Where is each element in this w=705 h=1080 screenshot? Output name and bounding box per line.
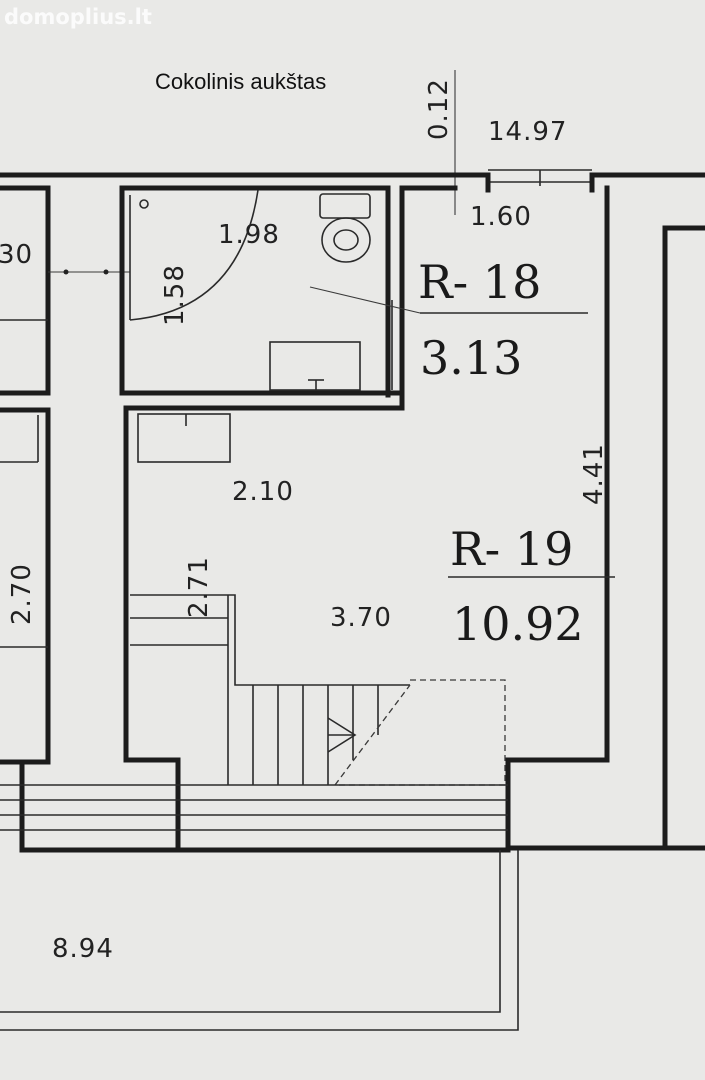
toilet-bowl-icon — [321, 217, 371, 263]
outside-steps — [0, 784, 508, 831]
room-r19-label: R- 19 — [450, 522, 573, 576]
dim-30: 30 — [0, 240, 33, 270]
dim-1-60: 1.60 — [470, 202, 532, 232]
r19-right-wall — [505, 185, 705, 851]
dim-2-10: 2.10 — [232, 477, 294, 507]
stairs-dashed-landing — [335, 679, 506, 786]
dim-4-41: 4.41 — [579, 443, 609, 505]
r18-drain — [139, 199, 149, 209]
dim-8-94: 8.94 — [52, 934, 114, 964]
r18-bottom-wall — [119, 185, 405, 411]
room-r18-label: R- 18 — [418, 255, 541, 309]
counter-icon — [137, 413, 231, 463]
terrace-outer — [0, 850, 519, 1031]
watermark: domoplius.lt — [4, 5, 152, 29]
terrace-inner — [0, 850, 501, 1013]
floor-title: Cokolinis aukštas — [155, 69, 326, 94]
sink-icon — [269, 341, 361, 391]
dim-dot-1 — [63, 269, 69, 275]
stairs-dashed-diagonal — [334, 684, 411, 786]
room-r19-area: 10.92 — [452, 597, 584, 651]
toilet-seat-icon — [333, 229, 359, 251]
r19-left-wall — [123, 405, 181, 763]
r18-leader — [309, 286, 421, 314]
dim-1-58: 1.58 — [160, 264, 190, 326]
dim-0-12: 0.12 — [424, 78, 454, 140]
r18-left-walls — [119, 185, 391, 398]
left-pillar — [19, 757, 181, 853]
dim-3-70: 3.70 — [330, 603, 392, 633]
stair-treads — [252, 685, 379, 785]
toilet-tank-icon — [319, 193, 371, 219]
dim-2-70: 2.70 — [7, 563, 37, 625]
dim-1-98: 1.98 — [218, 220, 280, 250]
left-room-upper-wall — [0, 185, 51, 396]
dim-14-97: 14.97 — [488, 117, 567, 147]
room-r18-area: 3.13 — [420, 331, 522, 385]
right-neighbor-wall — [662, 225, 705, 851]
dim-dot-2 — [103, 269, 109, 275]
stairs-outline-top — [130, 594, 410, 686]
dim-2-71: 2.71 — [184, 556, 214, 618]
r18-door-arc — [129, 189, 259, 321]
